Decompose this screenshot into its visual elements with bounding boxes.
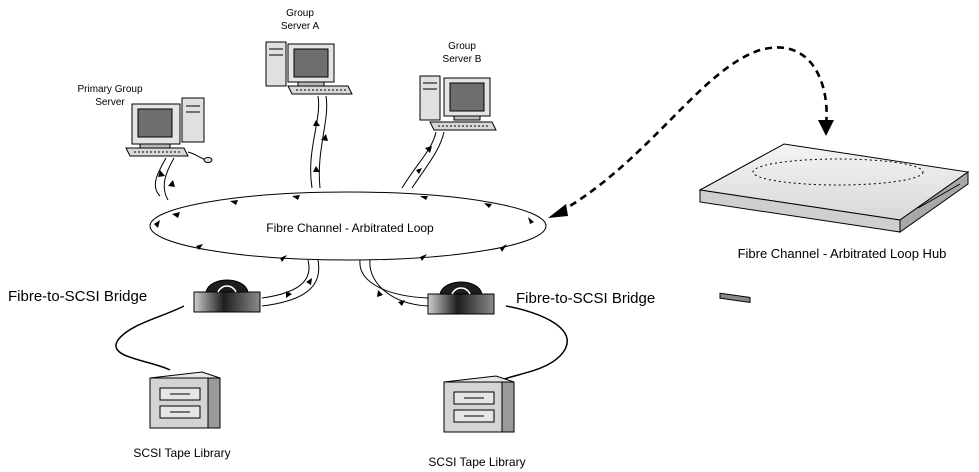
left-bridge-device bbox=[193, 279, 261, 313]
server-b-label-line2: Server B bbox=[443, 54, 482, 65]
right-tape-library bbox=[443, 375, 515, 433]
server-a-computer bbox=[265, 41, 353, 95]
arbitrated-loop-hub bbox=[698, 143, 970, 303]
loop-label: Fibre Channel - Arbitrated Loop bbox=[266, 221, 434, 235]
server-a-label-line2: Server A bbox=[281, 21, 320, 32]
server-b-computer bbox=[419, 75, 497, 131]
cable-arrows bbox=[158, 120, 432, 306]
right-tape-label: SCSI Tape Library bbox=[428, 455, 525, 469]
right-bridge-label: Fibre-to-SCSI Bridge bbox=[516, 290, 655, 307]
server-b-label-line1: Group bbox=[448, 41, 476, 52]
primary-server-computer bbox=[125, 97, 213, 163]
server-a-label-line1: Group bbox=[286, 8, 314, 19]
primary-server-label-line1: Primary Group bbox=[77, 84, 142, 95]
left-tape-label: SCSI Tape Library bbox=[133, 446, 230, 460]
primary-server-label-line2: Server bbox=[95, 97, 125, 108]
hub-connection-arrow bbox=[548, 46, 834, 218]
hub-label: Fibre Channel - Arbitrated Loop Hub bbox=[738, 246, 947, 261]
scsi-cables bbox=[115, 305, 568, 389]
left-tape-library bbox=[149, 371, 221, 429]
loop-cables bbox=[154, 95, 445, 307]
left-bridge-label: Fibre-to-SCSI Bridge bbox=[8, 288, 147, 305]
right-bridge-device bbox=[427, 281, 495, 315]
arbitrated-loop bbox=[149, 191, 547, 262]
